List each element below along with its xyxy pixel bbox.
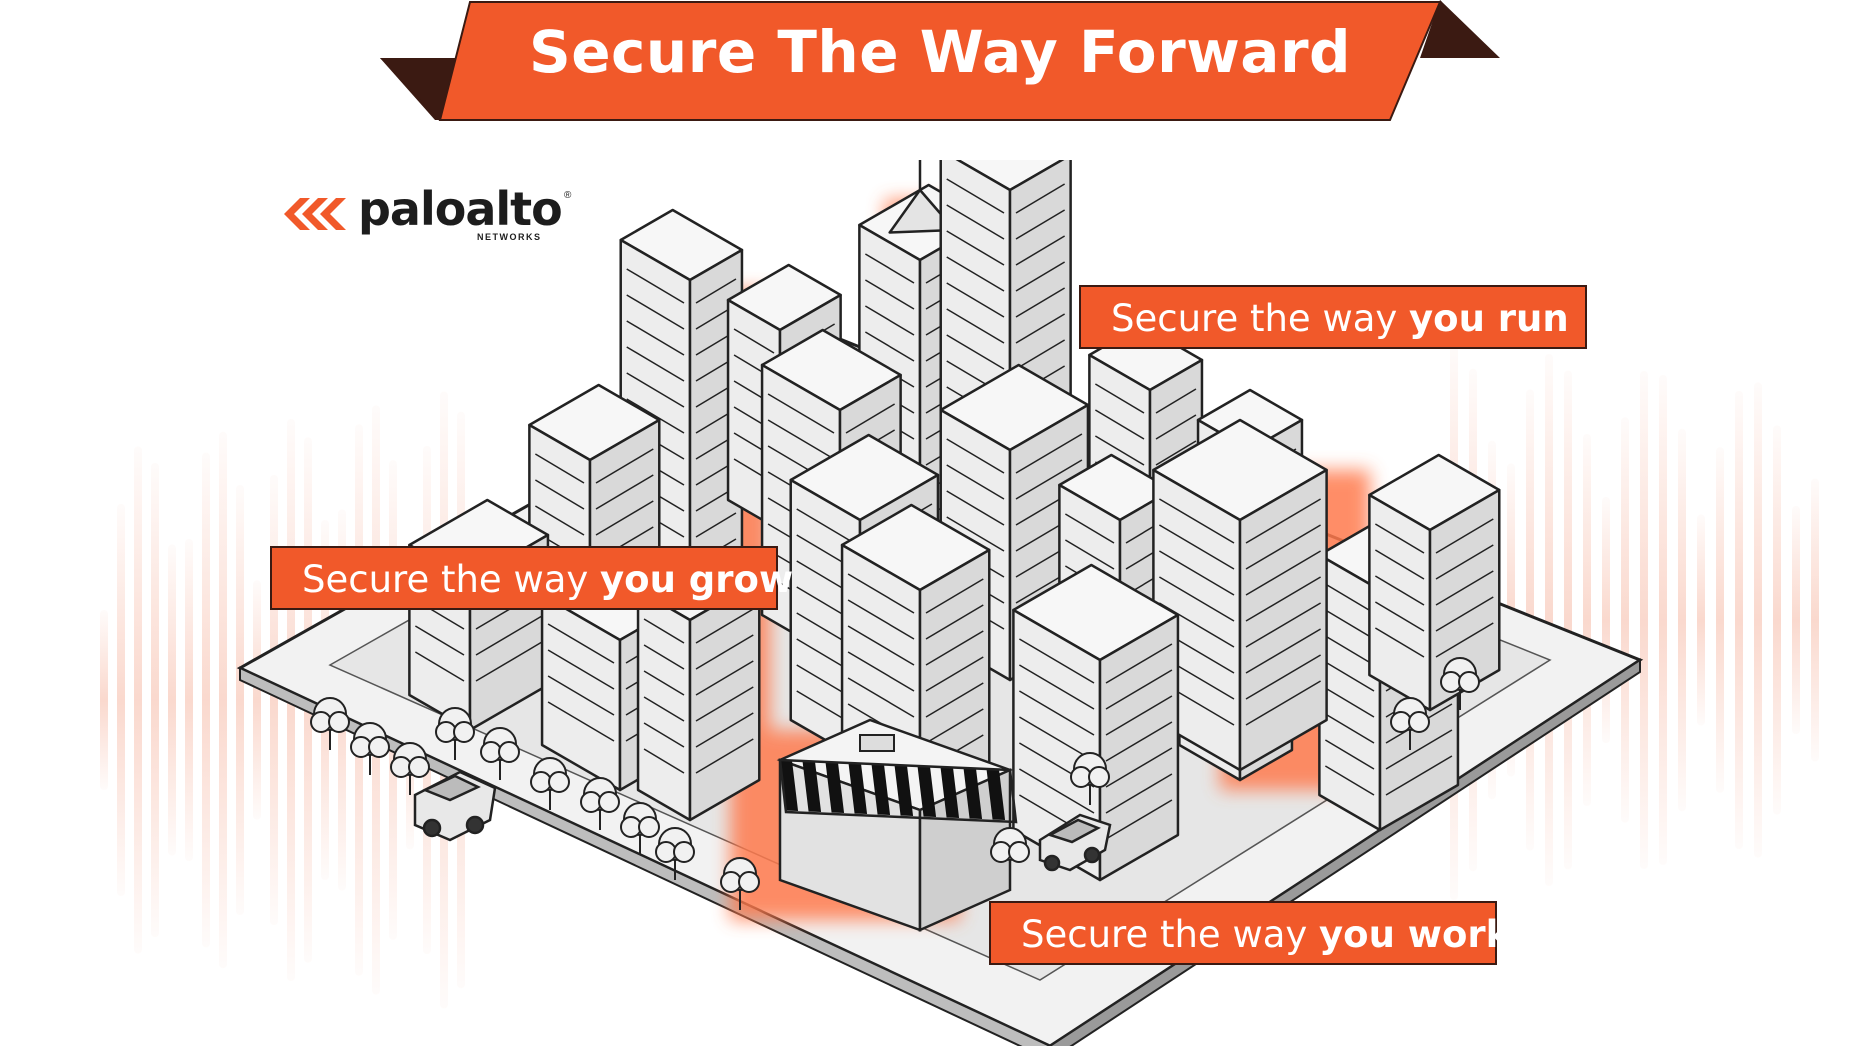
callout-secure-work: Secure the way you work <box>989 901 1510 965</box>
callout-grow-emphasis: you grow <box>600 558 794 601</box>
callout-run-emphasis: you run <box>1409 297 1569 340</box>
buildings <box>408 160 1501 882</box>
logo-registered-mark: ® <box>564 190 572 201</box>
callout-work-prefix: Secure the way <box>1021 913 1320 956</box>
callout-grow-prefix: Secure the way <box>302 558 601 601</box>
cafe-storefront <box>776 718 1018 932</box>
car-left <box>413 770 497 842</box>
logo-wordmark: paloalto <box>358 182 563 236</box>
paloalto-chevrons-icon <box>284 198 346 230</box>
logo-subtitle: NETWORKS <box>477 232 542 242</box>
callout-secure-run: Secure the way you run <box>1079 285 1587 349</box>
page-title: Secure The Way Forward <box>528 18 1352 86</box>
callout-run-prefix: Secure the way <box>1111 297 1410 340</box>
car-right <box>1038 813 1112 872</box>
callout-secure-grow: Secure the way you grow <box>270 546 793 610</box>
title-ribbon: Secure The Way Forward <box>380 0 1500 125</box>
city-illustration <box>236 160 1644 1046</box>
trees <box>310 657 1480 910</box>
paloalto-logo: paloalto ® NETWORKS <box>284 182 584 256</box>
callout-work-emphasis: you work <box>1319 913 1511 956</box>
